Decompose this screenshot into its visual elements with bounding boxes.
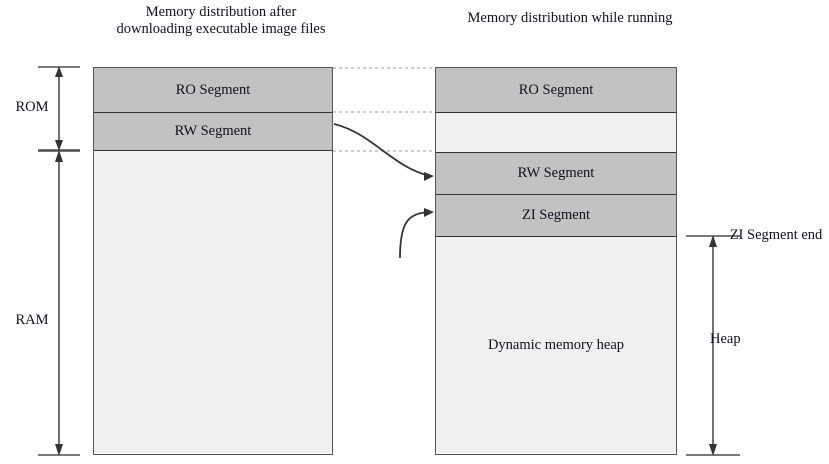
left-ro-segment: RO Segment xyxy=(94,68,332,113)
ram-bracket xyxy=(38,150,80,456)
right-dynamic-heap-label: Dynamic memory heap xyxy=(487,336,625,353)
left-free-memory-area xyxy=(94,151,332,453)
arrow-zi-creation xyxy=(399,208,434,259)
arrow-rw-relocation xyxy=(333,123,434,181)
image-memory-column: RO Segment RW Segment xyxy=(93,67,333,455)
left-rw-segment-label: RW Segment xyxy=(174,123,252,139)
ram-bracket-label: RAM xyxy=(15,312,49,328)
zi-segment-end-label: ZI Segment end xyxy=(729,227,823,243)
right-ro-segment: RO Segment xyxy=(436,68,676,113)
right-ro-segment-label: RO Segment xyxy=(518,81,594,98)
right-diagram-title: Memory distribution while running xyxy=(467,10,673,26)
right-zi-segment-label: ZI Segment xyxy=(521,207,591,223)
left-ro-segment-label: RO Segment xyxy=(175,81,251,98)
right-dynamic-heap-area: Dynamic memory heap xyxy=(436,237,676,453)
heap-bracket-label: Heap xyxy=(710,331,741,347)
right-unused-gap-area xyxy=(436,113,676,153)
left-rw-segment: RW Segment xyxy=(94,113,332,151)
dotted-connector-lines xyxy=(333,67,435,152)
right-rw-segment: RW Segment xyxy=(436,153,676,195)
rom-bracket-label: ROM xyxy=(15,99,49,115)
right-zi-segment: ZI Segment xyxy=(436,195,676,237)
runtime-memory-column: RO Segment RW Segment ZI Segment Dynamic… xyxy=(435,67,677,455)
right-rw-segment-label: RW Segment xyxy=(517,165,595,181)
left-diagram-title: Memory distribution after downloading ex… xyxy=(116,4,326,37)
